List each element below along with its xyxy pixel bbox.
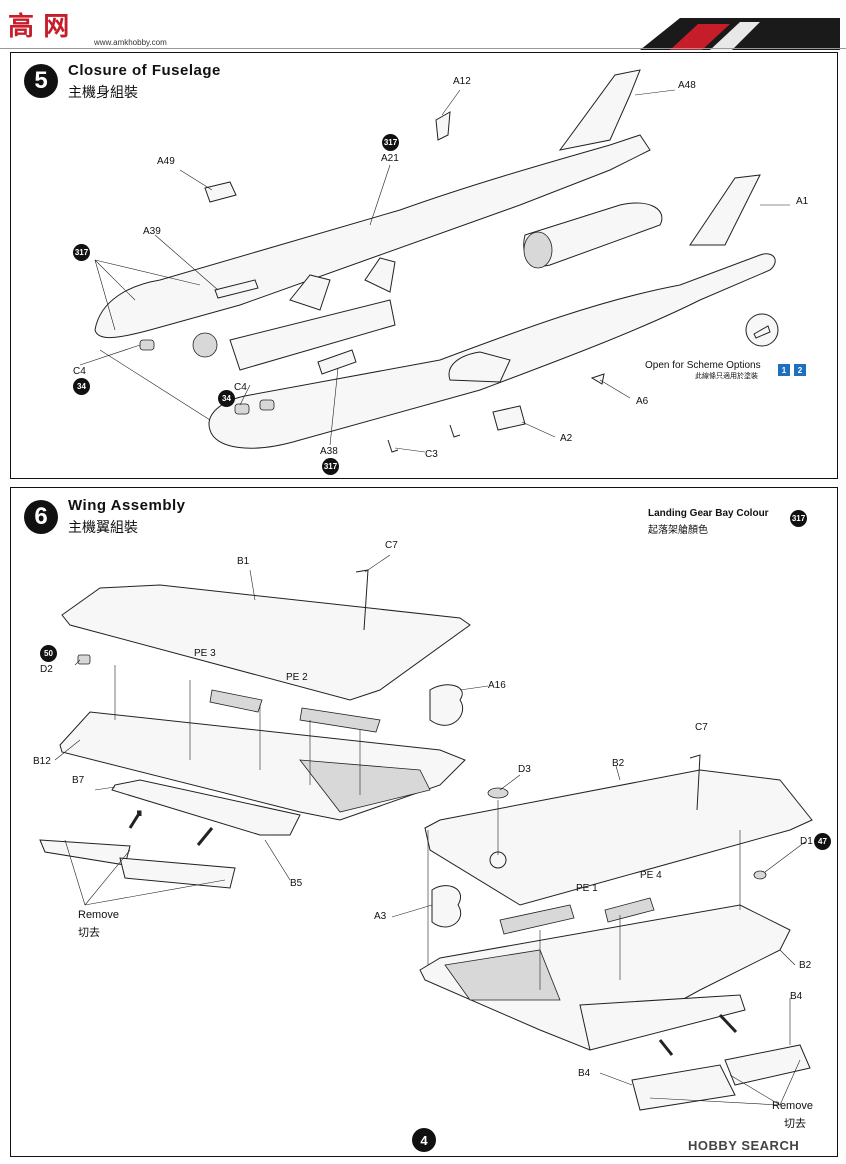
label-pe1: PE 1 (576, 883, 598, 894)
paint-badge-47: 47 (814, 833, 831, 850)
step6-title: Wing Assembly (68, 497, 186, 514)
label-b2-top: B2 (612, 758, 625, 769)
label-remove-right: Remove (772, 1100, 813, 1112)
header-banner-graphic (640, 18, 840, 50)
label-remove-right-cn: 切去 (784, 1118, 806, 1130)
step5-title: Closure of Fuselage (68, 62, 221, 79)
page-header: 高 网 www.amkhobby.com (0, 0, 846, 50)
step5-subtitle: 主機身組裝 (68, 84, 138, 100)
scheme-note: Open for Scheme Options (645, 360, 761, 371)
paint-badge-317-a38: 317 (322, 458, 339, 475)
gear-bay-note-cn: 起落架艙顏色 (648, 525, 708, 536)
label-b7: B7 (72, 775, 85, 786)
step6-subtitle: 主機翼組裝 (68, 519, 138, 535)
paint-badge-317-a21: 317 (382, 134, 399, 151)
scheme-note-cn: 此線條只適用於塗裝 (695, 373, 758, 380)
label-pe4: PE 4 (640, 870, 662, 881)
label-c4-left: C4 (73, 366, 86, 377)
paint-badge-34-c4left: 34 (73, 378, 90, 395)
label-a6: A6 (636, 396, 649, 407)
gear-bay-note: Landing Gear Bay Colour (648, 508, 769, 519)
label-a12: A12 (453, 76, 471, 87)
label-a2: A2 (560, 433, 573, 444)
label-b12: B12 (33, 756, 51, 767)
step5-number: 5 (24, 64, 58, 98)
paint-badge-317-a39: 317 (73, 244, 90, 261)
hobby-search-watermark: HOBBY SEARCH (688, 1138, 800, 1153)
brand-logo: 高 网 (8, 11, 71, 41)
page-number: 4 (412, 1128, 436, 1152)
step6-number: 6 (24, 500, 58, 534)
scheme-option-1: 1 (778, 364, 790, 376)
label-b2-right: B2 (799, 960, 812, 971)
label-remove-left-cn: 切去 (78, 927, 100, 939)
label-c7-top: C7 (385, 540, 398, 551)
label-a3: A3 (374, 911, 387, 922)
label-b5: B5 (290, 878, 303, 889)
scheme-option-2: 2 (794, 364, 806, 376)
label-d2: D2 (40, 664, 53, 675)
paint-badge-50: 50 (40, 645, 57, 662)
label-a48: A48 (678, 80, 696, 91)
label-a49: A49 (157, 156, 175, 167)
label-a16: A16 (488, 680, 506, 691)
site-url: www.amkhobby.com (94, 38, 167, 47)
label-a1: A1 (796, 196, 809, 207)
label-pe3: PE 3 (194, 648, 216, 659)
label-b4-top: B4 (790, 991, 803, 1002)
label-c7-right: C7 (695, 722, 708, 733)
label-c4-mid: C4 (234, 382, 247, 393)
label-c3: C3 (425, 449, 438, 460)
label-a38: A38 (320, 446, 338, 457)
paint-badge-34-c4mid: 34 (218, 390, 235, 407)
paint-badge-317-gear-bay: 317 (790, 510, 807, 527)
label-d1: D1 (800, 836, 813, 847)
label-a39: A39 (143, 226, 161, 237)
header-rule (0, 48, 846, 49)
label-a21: A21 (381, 153, 399, 164)
step5-panel (10, 52, 838, 479)
label-b4-bottom: B4 (578, 1068, 591, 1079)
label-d3: D3 (518, 764, 531, 775)
label-remove-left: Remove (78, 909, 119, 921)
label-pe2: PE 2 (286, 672, 308, 683)
label-b1: B1 (237, 556, 250, 567)
